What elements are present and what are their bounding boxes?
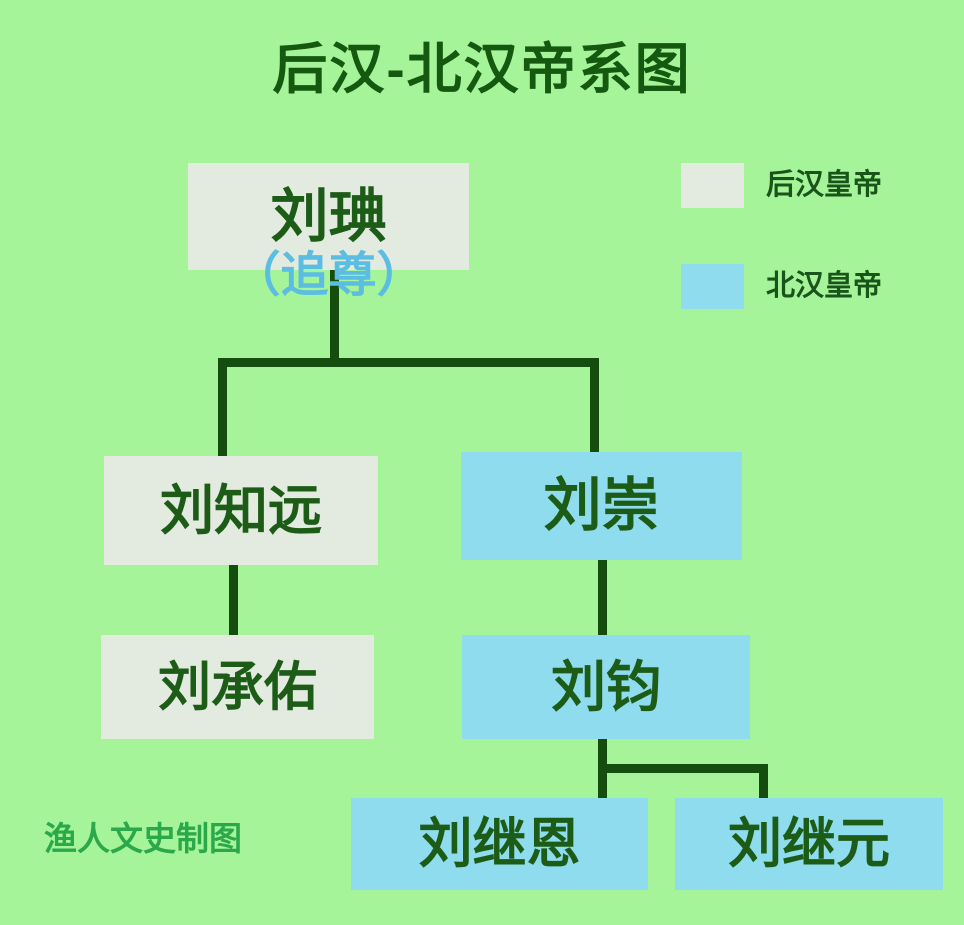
node-liu-chong[interactable]: 刘崇 bbox=[461, 452, 742, 560]
node-liu-dian-posthumous-note: （追尊） bbox=[232, 249, 425, 302]
edge-liujun-bus bbox=[598, 764, 768, 773]
watermark-credit: 渔人文史制图 bbox=[44, 820, 242, 857]
edge-to-liuzhiyuan bbox=[218, 358, 227, 456]
legend-label-later-han: 后汉皇帝 bbox=[766, 169, 883, 201]
edge-liudian-stem bbox=[330, 270, 339, 367]
node-liu-chong-label: 刘崇 bbox=[543, 473, 660, 538]
node-liu-zhiyuan[interactable]: 刘知远 bbox=[104, 456, 378, 565]
node-liu-jiyuan-label: 刘继元 bbox=[728, 814, 890, 874]
node-liu-chengyou-label: 刘承佑 bbox=[158, 657, 317, 717]
node-liu-dian[interactable]: 刘琠 bbox=[188, 163, 469, 270]
node-liu-zhiyuan-label: 刘知远 bbox=[160, 480, 322, 541]
node-liu-jien[interactable]: 刘继恩 bbox=[351, 798, 648, 890]
node-liu-chengyou[interactable]: 刘承佑 bbox=[101, 635, 374, 739]
edge-liudian-bus bbox=[218, 358, 599, 367]
edge-to-liujiyuan bbox=[759, 764, 768, 800]
edge-liuchong-to-liujun bbox=[598, 560, 607, 635]
legend-item-later-han: 后汉皇帝 bbox=[681, 163, 882, 208]
node-liu-dian-label: 刘琠 bbox=[270, 183, 387, 249]
page-title: 后汉-北汉帝系图 bbox=[272, 38, 692, 100]
node-liu-jiyuan[interactable]: 刘继元 bbox=[675, 798, 943, 890]
node-liu-jien-label: 刘继恩 bbox=[418, 814, 581, 874]
edge-liuzhiyuan-to-liuchengyou bbox=[229, 565, 238, 635]
node-liu-jun[interactable]: 刘钧 bbox=[462, 635, 750, 739]
legend-label-northern-han: 北汉皇帝 bbox=[766, 270, 883, 302]
legend-swatch-northern-han bbox=[681, 264, 744, 309]
legend-swatch-later-han bbox=[681, 163, 744, 208]
node-liu-jun-label: 刘钧 bbox=[550, 655, 661, 718]
legend-item-northern-han: 北汉皇帝 bbox=[681, 264, 882, 309]
edge-to-liuchong bbox=[590, 358, 599, 456]
